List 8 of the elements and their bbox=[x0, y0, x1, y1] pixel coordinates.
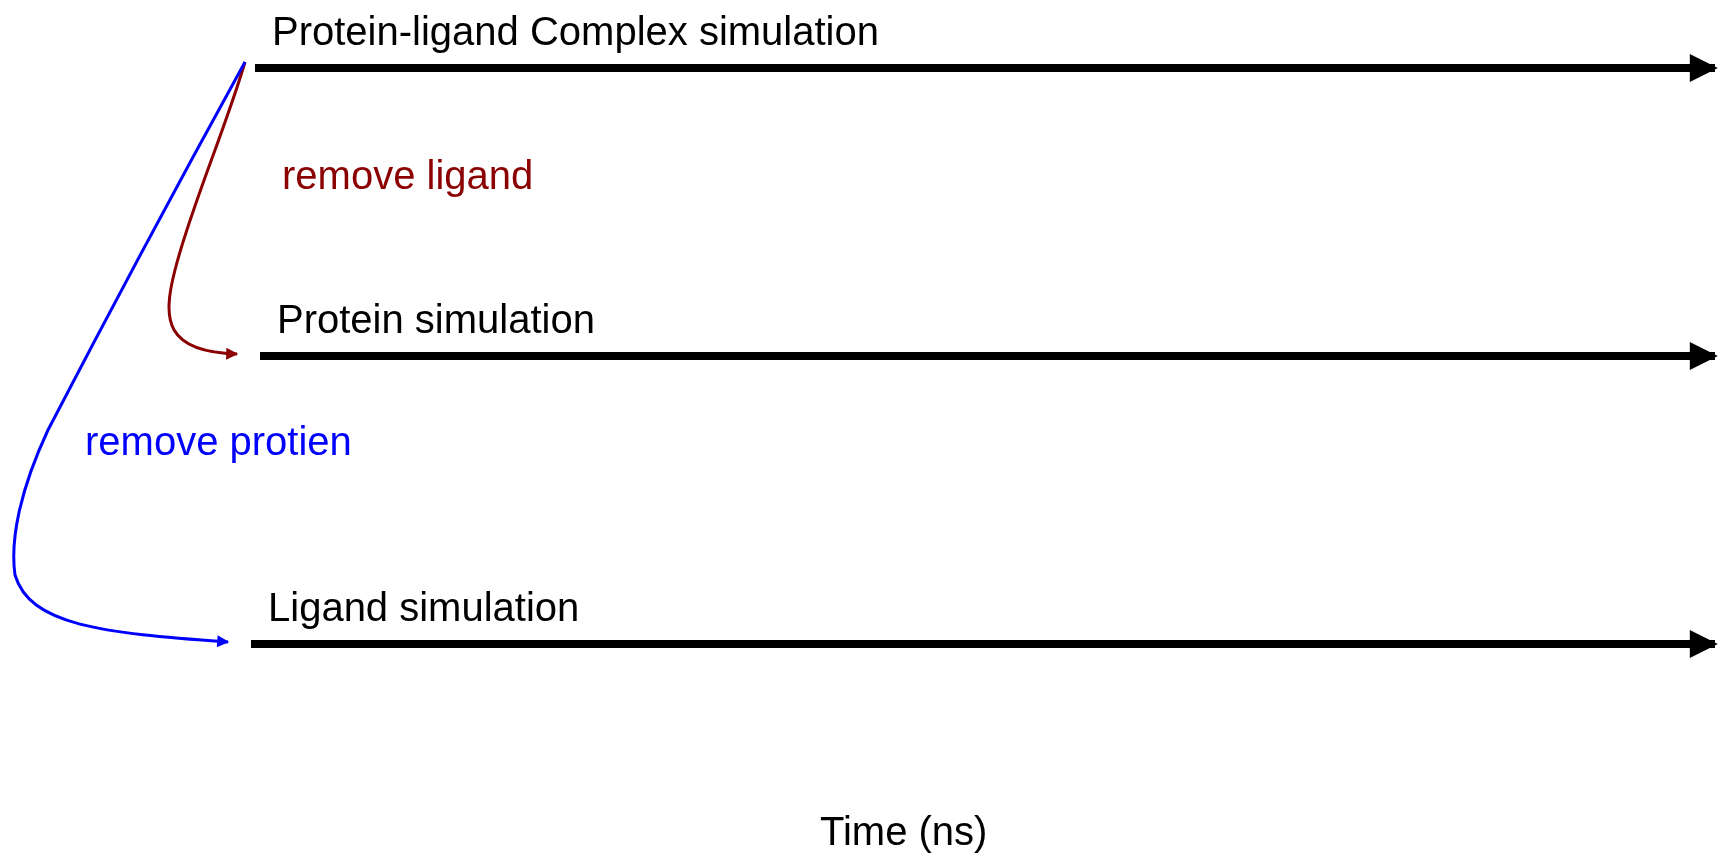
curved-arrow bbox=[12, 61, 247, 648]
timeline-label: Protein-ligand Complex simulation bbox=[272, 8, 879, 54]
axis-label: Time (ns) bbox=[820, 808, 988, 854]
edge-label: remove protien bbox=[85, 418, 352, 464]
curved-arrow bbox=[167, 61, 247, 360]
timeline-label: Protein simulation bbox=[277, 296, 595, 342]
timeline-label: Ligand simulation bbox=[268, 584, 580, 630]
edge-label: remove ligand bbox=[282, 152, 534, 198]
